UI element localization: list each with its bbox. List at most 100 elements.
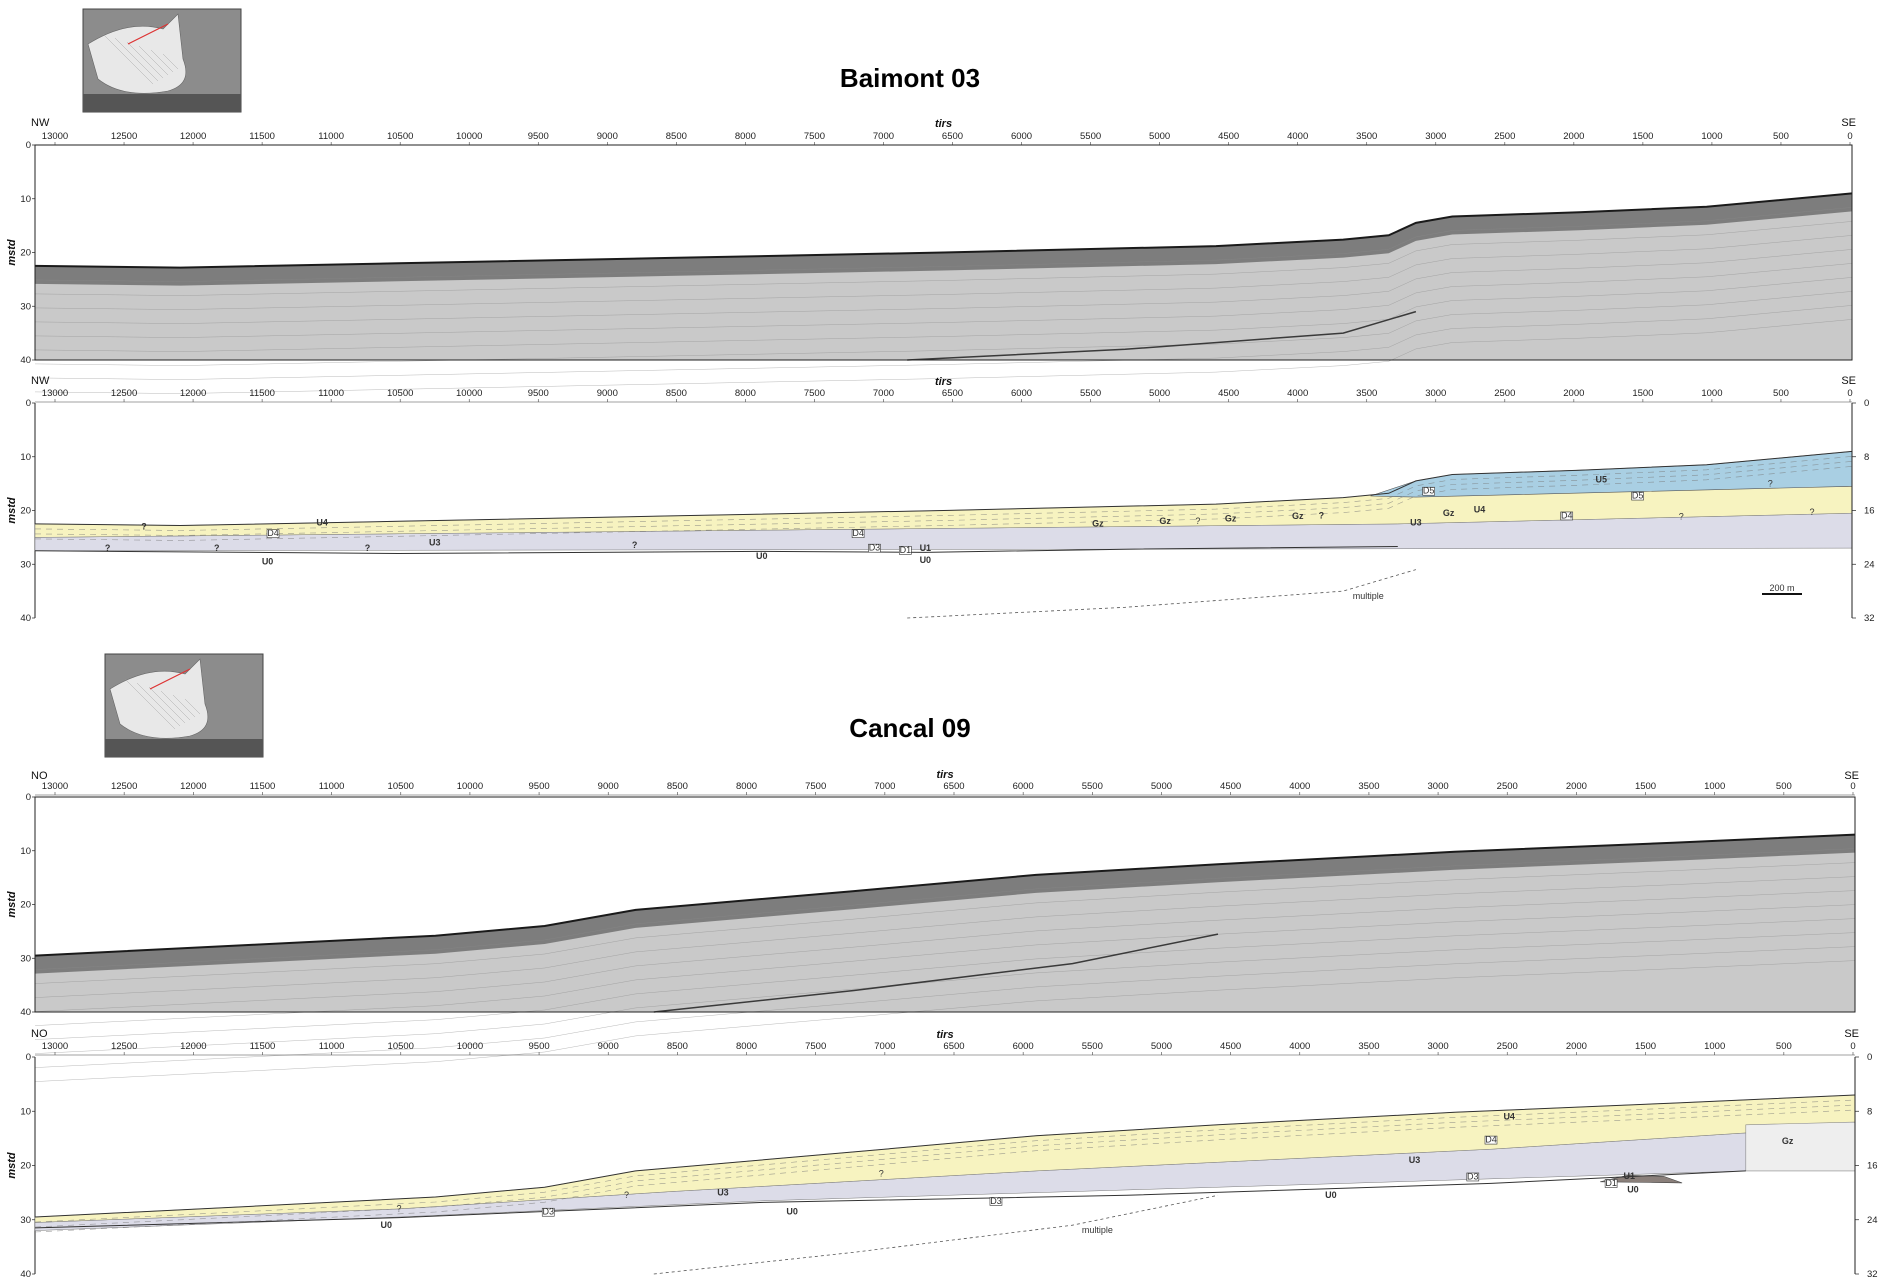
- x-tick-label: 3000: [1428, 1041, 1449, 1052]
- x-axis-label: tirs: [936, 769, 953, 781]
- unit-label: ?: [879, 1168, 884, 1178]
- x-tick-label: 9500: [529, 1041, 550, 1052]
- map-land: [105, 739, 263, 757]
- direction-right: SE: [1844, 770, 1859, 782]
- x-tick-label: 5000: [1151, 781, 1172, 792]
- x-tick-label: 2000: [1563, 131, 1584, 142]
- y-tick-label: 40: [20, 1007, 31, 1018]
- x-tick-label: 10500: [388, 781, 414, 792]
- multiple-line: [907, 569, 1417, 619]
- discontinuity-marker-box: [1422, 486, 1435, 496]
- map-track-line: [114, 37, 159, 82]
- sub-reflector: [34, 918, 1856, 1040]
- y-tick-label: 0: [26, 140, 31, 151]
- x-tick-label: 3500: [1358, 1041, 1379, 1052]
- x-tick-label: 5500: [1080, 131, 1101, 142]
- sub-reflector: [34, 305, 1853, 380]
- unit-label: U4: [1474, 505, 1486, 515]
- x-tick-label: 4500: [1220, 1041, 1241, 1052]
- x-tick-label: 4500: [1218, 131, 1239, 142]
- map-profile-line: [149, 668, 191, 690]
- unit-label: U3: [1409, 1155, 1421, 1165]
- internal-reflector: [34, 1104, 1856, 1228]
- x-tick-label: 12500: [111, 131, 137, 142]
- map-land: [83, 94, 241, 112]
- x-tick-label: 8000: [735, 388, 756, 399]
- unit-label: Gz: [1292, 511, 1304, 521]
- x-tick-label: 11000: [319, 1041, 345, 1052]
- x-tick-label: 11000: [319, 781, 345, 792]
- x-tick-label: 2000: [1563, 388, 1584, 399]
- discontinuity-marker-box: [989, 1197, 1003, 1206]
- right-tick-label: 16: [1867, 1161, 1878, 1172]
- x-tick-label: 11000: [318, 388, 344, 399]
- discontinuity-marker-label: D4: [1485, 1135, 1497, 1145]
- unit-label: ?: [365, 543, 371, 553]
- y-tick-label: 40: [20, 613, 31, 624]
- map-track-line: [124, 678, 176, 730]
- map-profile-line: [127, 23, 169, 45]
- x-tick-label: 4500: [1220, 781, 1241, 792]
- x-tick-label: 8500: [667, 781, 688, 792]
- y-tick-label: 20: [20, 248, 31, 259]
- x-tick-label: 2000: [1566, 1041, 1587, 1052]
- y-tick-label: 10: [20, 846, 31, 857]
- x-tick-label: 9500: [528, 388, 549, 399]
- sub-reflector: [34, 890, 1856, 1012]
- unit-U0-top: [34, 546, 1398, 555]
- unit-label: Gz: [1443, 508, 1455, 518]
- sub-reflector: [34, 862, 1856, 984]
- x-tick-label: 7000: [874, 1041, 895, 1052]
- unit-label: ?: [214, 543, 220, 553]
- y-tick-label: 20: [20, 1161, 31, 1172]
- discontinuity-marker-label: D4: [1561, 510, 1573, 520]
- sub-reflector: [34, 876, 1856, 998]
- y-axis-label: mstd: [6, 497, 18, 524]
- x-tick-label: 12500: [111, 388, 137, 399]
- map-track-line: [184, 698, 201, 715]
- x-tick-label: 11500: [249, 388, 275, 399]
- unit-label: U0: [920, 555, 932, 565]
- x-tick-label: 10500: [388, 1041, 414, 1052]
- internal-reflector: [34, 456, 1853, 531]
- x-tick-label: 1000: [1701, 388, 1722, 399]
- x-tick-label: 7000: [874, 781, 895, 792]
- x-tick-label: 6500: [943, 781, 964, 792]
- discontinuity-marker-label: D5: [1423, 486, 1435, 496]
- discontinuity-marker-box: [1484, 1135, 1498, 1145]
- direction-left: NO: [31, 1028, 48, 1040]
- x-tick-label: 11500: [249, 131, 275, 142]
- map-track-line: [160, 690, 191, 721]
- y-tick-label: 40: [20, 1269, 31, 1277]
- discontinuity-marker-label: D1: [1605, 1178, 1617, 1188]
- x-tick-label: 500: [1776, 1041, 1792, 1052]
- unit-label: U0: [756, 551, 768, 561]
- y-axis-label: mstd: [6, 891, 18, 918]
- unit-label: U1: [1624, 1171, 1636, 1181]
- unit-label: ?: [141, 521, 147, 531]
- multiple-label: multiple: [1082, 1225, 1113, 1235]
- location-map: [104, 653, 264, 758]
- x-tick-label: 5000: [1149, 388, 1170, 399]
- y-tick-label: 30: [20, 559, 31, 570]
- discontinuity-marker-box: [899, 546, 912, 555]
- x-tick-label: 500: [1773, 388, 1789, 399]
- x-tick-label: 5500: [1082, 781, 1103, 792]
- x-tick-label: 1500: [1632, 131, 1653, 142]
- x-tick-label: 6000: [1011, 388, 1032, 399]
- x-tick-label: 6000: [1013, 781, 1034, 792]
- x-tick-label: 2500: [1494, 131, 1515, 142]
- x-tick-label: 9000: [597, 131, 618, 142]
- sub-reflector: [34, 960, 1856, 1082]
- x-tick-label: 4000: [1287, 388, 1308, 399]
- x-tick-label: 6500: [942, 388, 963, 399]
- x-tick-label: 13000: [42, 1041, 68, 1052]
- map-track-line: [148, 686, 186, 724]
- right-tick-label: 32: [1867, 1269, 1878, 1277]
- x-tick-label: 10500: [387, 131, 413, 142]
- x-tick-label: 6500: [943, 1041, 964, 1052]
- x-tick-label: 1000: [1704, 781, 1725, 792]
- y-tick-label: 30: [20, 1215, 31, 1226]
